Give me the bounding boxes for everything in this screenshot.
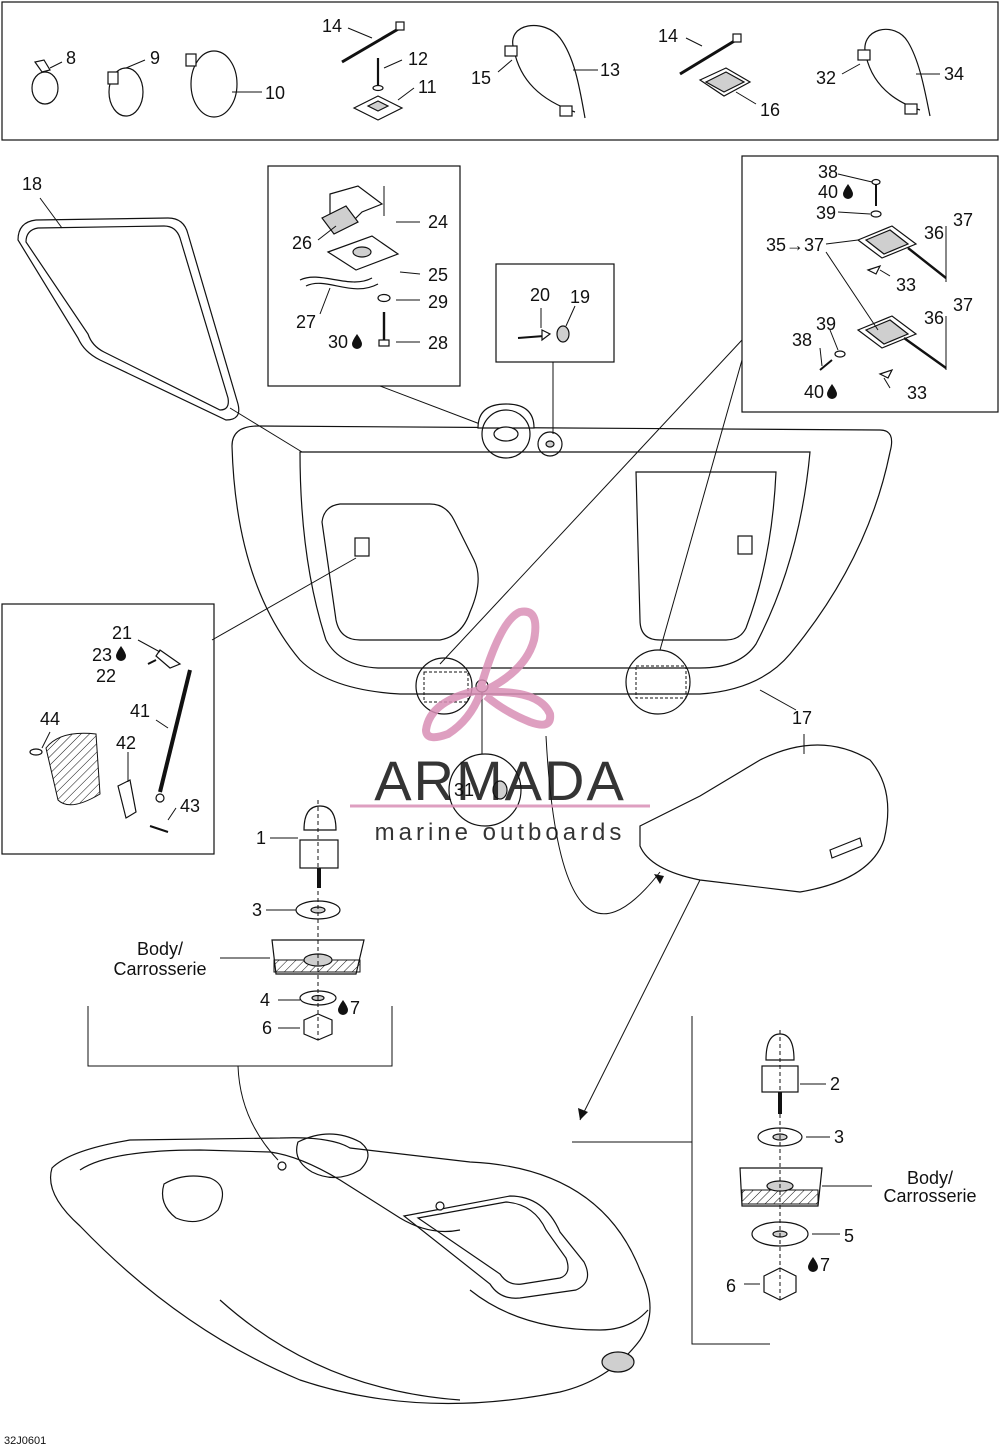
armada-watermark: ARMADA marine outboards: [350, 607, 650, 846]
callout-6-a: 6: [262, 1018, 272, 1038]
callout-11: 11: [418, 77, 437, 97]
callout-3-b: 3: [834, 1127, 844, 1147]
body-label-left: Body/ Carrosserie: [113, 939, 206, 979]
cable-tie-8: [31, 59, 63, 105]
droplet-icon: [808, 1257, 818, 1272]
watermark-subtitle: marine outboards: [375, 819, 626, 846]
droplet-icon: [338, 1000, 348, 1015]
body-label-right: Body/ Carrosserie: [883, 1168, 976, 1206]
hinge-detail-box: [741, 155, 999, 413]
pin-detail-box: [495, 263, 615, 434]
callout-19: 19: [570, 287, 590, 307]
top-hardware-panel: [1, 1, 999, 141]
callout-35-37: 35→37: [766, 235, 824, 255]
callout-24: 24: [428, 212, 448, 232]
callout-8: 8: [66, 48, 76, 68]
cable-tie-34: [841, 28, 940, 117]
pin-12: [372, 58, 403, 92]
left-fastener-stack: [87, 800, 393, 1161]
callout-9: 9: [150, 48, 160, 68]
callout-21: 21: [112, 623, 132, 643]
callout-26: 26: [292, 233, 312, 253]
callout-14-a: 14: [322, 16, 342, 36]
droplet-icon: [352, 334, 362, 349]
callout-37-b: 37: [953, 295, 973, 315]
callout-44: 44: [40, 709, 60, 729]
callout-40-a: 40: [818, 182, 838, 202]
callout-41: 41: [130, 701, 150, 721]
body-label-left-line1: Body/: [137, 939, 183, 959]
right-fastener-stack: [572, 1016, 872, 1345]
callout-18: 18: [22, 174, 42, 194]
cable-tie-10: [185, 50, 262, 118]
figure-code: 32J0601: [4, 1435, 46, 1447]
straight-tie-14b: [679, 33, 742, 76]
callout-14-b: 14: [658, 26, 678, 46]
callout-5: 5: [844, 1226, 854, 1246]
callout-16: 16: [760, 100, 780, 120]
callout-37-a: 37: [953, 210, 973, 230]
callout-13: 13: [600, 60, 620, 80]
callout-2: 2: [830, 1074, 840, 1094]
cable-tie-9: [107, 59, 146, 117]
latch-detail-box: [267, 165, 481, 425]
seal-gasket-18: [17, 197, 240, 421]
droplet-icon: [843, 184, 853, 199]
callout-22: 22: [96, 666, 116, 686]
callout-27: 27: [296, 312, 316, 332]
cable-tie-13: [497, 24, 598, 119]
boat-overview: [50, 1133, 651, 1405]
body-label-left-line2: Carrosserie: [113, 959, 206, 979]
callout-7-b: 7: [820, 1255, 830, 1275]
location-arrow: [578, 879, 701, 1121]
callout-33-a: 33: [896, 275, 916, 295]
straight-tie-14a: [341, 21, 405, 64]
callout-31: 31: [454, 780, 474, 800]
callout-labels: 8 9 10 14 12 11 15 13 14 16 32 34 18 26 …: [22, 16, 973, 1296]
callout-3-a: 3: [252, 900, 262, 920]
callout-42: 42: [116, 733, 136, 753]
callout-34: 34: [944, 64, 964, 84]
callout-39-b: 39: [816, 314, 836, 334]
callout-33-b: 33: [907, 383, 927, 403]
tie-mount-11: [352, 87, 415, 121]
callout-36-b: 36: [924, 308, 944, 328]
propeller-logo-icon: [421, 607, 555, 742]
body-label-right-line1: Body/: [907, 1168, 953, 1188]
callout-38-b: 38: [792, 330, 812, 350]
body-label-right-line2: Carrosserie: [883, 1186, 976, 1206]
callout-30: 30: [328, 332, 348, 352]
callout-29: 29: [428, 292, 448, 312]
watermark-brand: ARMADA: [374, 749, 626, 812]
callout-4: 4: [260, 990, 270, 1010]
callout-32: 32: [816, 68, 836, 88]
droplet-icons: [116, 184, 853, 1272]
gas-spring-detail-box: [1, 603, 215, 855]
connector-16: [698, 67, 757, 105]
droplet-icon: [116, 646, 126, 661]
callout-43: 43: [180, 796, 200, 816]
callout-23: 23: [92, 645, 112, 665]
cushion-part: [545, 734, 889, 915]
top-panel-frame: [1, 1, 999, 141]
callout-12: 12: [408, 49, 428, 69]
callout-39-a: 39: [816, 203, 836, 223]
callout-36-a: 36: [924, 223, 944, 243]
callout-20: 20: [530, 285, 550, 305]
callout-40-b: 40: [804, 382, 824, 402]
droplet-icon: [827, 384, 837, 399]
callout-17: 17: [792, 708, 812, 728]
callout-1: 1: [256, 828, 266, 848]
callout-38-a: 38: [818, 162, 838, 182]
callout-25: 25: [428, 265, 448, 285]
callout-28: 28: [428, 333, 448, 353]
callout-15: 15: [471, 68, 491, 88]
callout-6-b: 6: [726, 1276, 736, 1296]
callout-7-a: 7: [350, 998, 360, 1018]
callout-10: 10: [265, 83, 285, 103]
